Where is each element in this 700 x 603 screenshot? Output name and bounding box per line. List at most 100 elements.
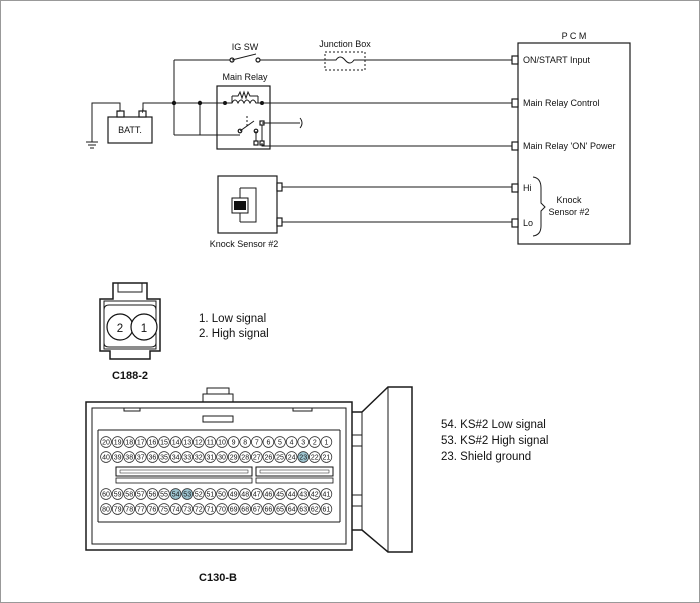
c130-pin-label-20: 20 — [102, 440, 110, 447]
c130-pin-label-72: 72 — [195, 507, 203, 514]
battery: BATT. - + — [86, 102, 174, 149]
main-relay-label: Main Relay — [222, 72, 268, 82]
c188-name: C188-2 — [112, 370, 148, 382]
c130-pin-label-73: 73 — [183, 507, 191, 514]
c130-pin-label-16: 16 — [149, 440, 157, 447]
c130-pin-label-61: 61 — [323, 507, 331, 514]
c130-pin-label-63: 63 — [299, 507, 307, 514]
ig-switch: IG SW — [229, 42, 261, 63]
battery-label: BATT. — [118, 125, 142, 135]
c130-pin-53 — [181, 488, 193, 500]
c130-pin-label-41: 41 — [323, 492, 331, 499]
pcm-knock-label-1: Knock — [556, 195, 582, 205]
c130-pin-label-22: 22 — [311, 455, 319, 462]
schematic: BATT. - + IG SW Junction Box — [86, 31, 631, 249]
c130-pin-label-32: 32 — [195, 455, 203, 462]
c130-pin-label-7: 7 — [255, 440, 259, 447]
c130-pin-label-8: 8 — [243, 440, 247, 447]
c130-pin-25 — [274, 451, 286, 463]
c130-pin-label-46: 46 — [265, 492, 273, 499]
c130-pin-label-13: 13 — [183, 440, 191, 447]
c130-pin-3 — [297, 436, 309, 448]
c130-pin-label-74: 74 — [172, 507, 180, 514]
c130-pin-label-75: 75 — [160, 507, 168, 514]
c130-pin-14 — [169, 436, 182, 448]
c130-pin-71 — [204, 503, 217, 515]
c130-pin-label-42: 42 — [311, 492, 319, 499]
c188-legend-1: 1. Low signal — [199, 313, 266, 325]
c188-pin-1: 1 — [141, 323, 147, 335]
c130-pin-label-45: 45 — [276, 492, 284, 499]
c130-pin-67 — [251, 503, 263, 515]
c130-pin-label-71: 71 — [207, 507, 215, 514]
c130-pin-21 — [320, 451, 333, 463]
c130-pin-39 — [111, 451, 124, 463]
c130-pin-label-35: 35 — [160, 455, 168, 462]
c130-pin-label-12: 12 — [195, 440, 203, 447]
c130-pin-55 — [158, 488, 170, 500]
c130-pin-68 — [239, 503, 251, 515]
c130-pin-label-37: 37 — [137, 455, 145, 462]
c130-pin-8 — [239, 436, 251, 448]
c130-pin-38 — [123, 451, 135, 463]
c130-pin-59 — [111, 488, 124, 500]
pcm-pin-main-relay-on-power: Main Relay 'ON' Power — [523, 141, 615, 151]
c130-pin-70 — [216, 503, 228, 515]
c130-pin-2 — [309, 436, 321, 448]
c130-pin-10 — [216, 436, 228, 448]
c130-pin-16 — [146, 436, 159, 448]
c130-pin-label-54: 54 — [172, 492, 180, 499]
c130-pin-7 — [251, 436, 263, 448]
c188-legend-2: 2. High signal — [199, 328, 269, 340]
c130-pin-78 — [123, 503, 135, 515]
c130-pin-75 — [158, 503, 170, 515]
c130-pin-56 — [146, 488, 159, 500]
c130-pin-20 — [100, 436, 112, 448]
c130-pin-label-58: 58 — [125, 492, 133, 499]
c130-pin-32 — [193, 451, 205, 463]
pcm-knock-label-2: Sensor #2 — [548, 207, 589, 217]
main-relay: Main Relay — [216, 72, 271, 150]
c130-pin-6 — [262, 436, 275, 448]
c130-legend-1: 54. KS#2 Low signal — [441, 419, 546, 431]
c130-pin-label-78: 78 — [125, 507, 133, 514]
c130-pin-79 — [111, 503, 124, 515]
c130-pin-19 — [111, 436, 124, 448]
c130-pin-label-62: 62 — [311, 507, 319, 514]
svg-text:-: - — [117, 106, 120, 116]
c130-pin-label-30: 30 — [218, 455, 226, 462]
c130-pin-label-70: 70 — [218, 507, 226, 514]
c130-pin-15 — [158, 436, 170, 448]
c130-pin-49 — [227, 488, 240, 500]
knock-sensor-label: Knock Sensor #2 — [210, 239, 279, 249]
c130-pin-label-19: 19 — [114, 440, 122, 447]
c130-pin-label-69: 69 — [230, 507, 238, 514]
c130-pin-label-5: 5 — [278, 440, 282, 447]
c130-pin-label-60: 60 — [102, 492, 110, 499]
c130-pin-58 — [123, 488, 135, 500]
c130-legend-3: 23. Shield ground — [441, 451, 531, 463]
c130-pin-label-21: 21 — [323, 455, 331, 462]
c130-pin-label-47: 47 — [253, 492, 261, 499]
c130-pin-label-23: 23 — [299, 455, 307, 462]
c130-pin-31 — [204, 451, 217, 463]
c130-pin-61 — [320, 503, 333, 515]
c130-pin-label-68: 68 — [241, 507, 249, 514]
c188-pin-2: 2 — [117, 323, 123, 335]
ig-switch-label: IG SW — [232, 42, 259, 52]
c130-pin-label-36: 36 — [149, 455, 157, 462]
c130-pin-label-56: 56 — [149, 492, 157, 499]
c130-pin-43 — [297, 488, 309, 500]
c130-pin-4 — [285, 436, 298, 448]
c130-pin-22 — [309, 451, 321, 463]
c130-pin-26 — [262, 451, 275, 463]
c130-pin-label-2: 2 — [313, 440, 317, 447]
c130-pin-80 — [100, 503, 112, 515]
c130-pin-35 — [158, 451, 170, 463]
c130-legend-2: 53. KS#2 High signal — [441, 435, 548, 447]
c130-pin-60 — [100, 488, 112, 500]
c130-pin-66 — [262, 503, 275, 515]
c130-pin-label-14: 14 — [172, 440, 180, 447]
c130-pin-label-57: 57 — [137, 492, 145, 499]
